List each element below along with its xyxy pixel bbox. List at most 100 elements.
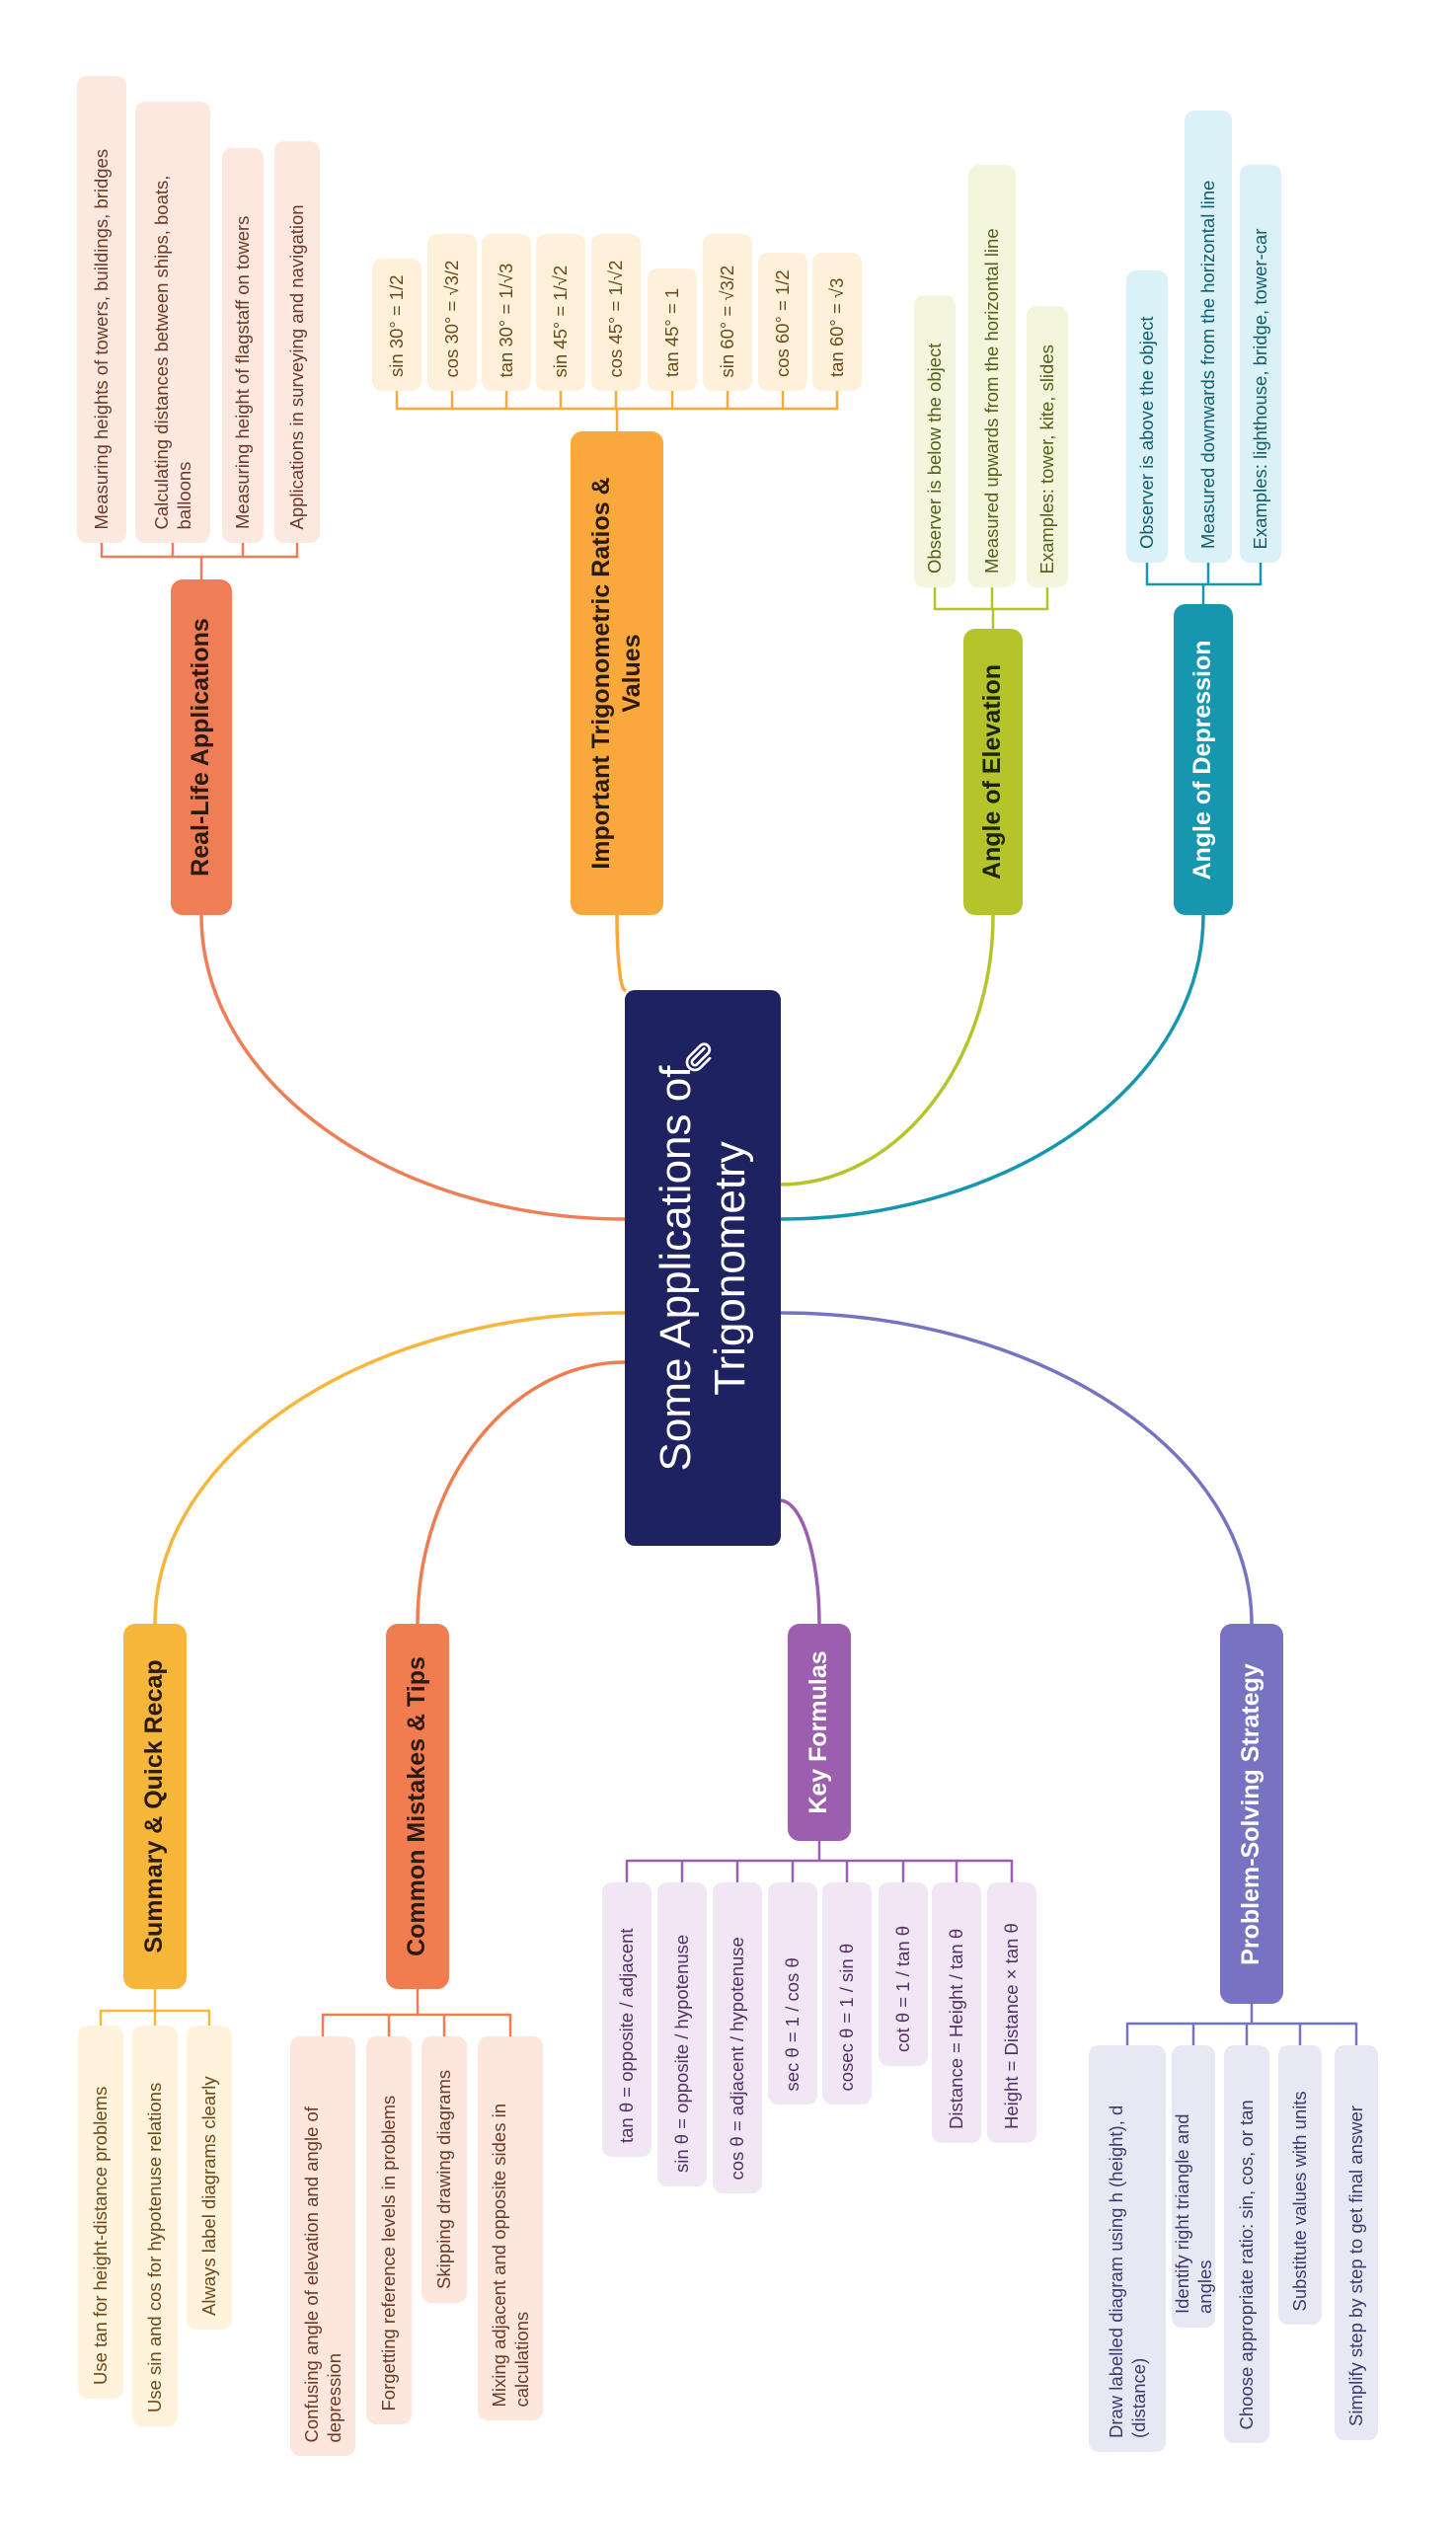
leaf-label: cot θ = 1 / tan θ (892, 1925, 914, 2052)
branch-connector-common-mistakes-tips (416, 1360, 627, 1626)
branch-problem-solving-strategy: Problem-Solving Strategy (1220, 1624, 1283, 2004)
leaf-label: Calculating distances between ships, boa… (150, 175, 194, 529)
leaf-item: cos 60° = 1/2 (758, 253, 807, 391)
leaf-label: sin 60° = √3/2 (717, 265, 738, 377)
branch-connector-problem-solving-strategy (778, 1311, 1254, 1626)
leaf-item: Calculating distances between ships, boa… (135, 102, 210, 543)
branch-angle-of-depression: Angle of Depression (1174, 604, 1233, 915)
leaf-item: tan 45° = 1 (648, 268, 697, 391)
leaf-item: Height = Distance × tan θ (987, 1882, 1036, 2143)
branch-title: Common Mistakes & Tips (403, 1656, 431, 1956)
leaf-label: tan 45° = 1 (661, 287, 683, 377)
leaf-item: sin 60° = √3/2 (703, 234, 752, 391)
leaf-label: tan θ = opposite / adjacent (616, 1928, 638, 2143)
leaf-item: Distance = Height / tan θ (932, 1882, 981, 2143)
leaf-item: Always label diagrams clearly (187, 2026, 232, 2330)
leaf-item: sin 30° = 1/2 (372, 259, 421, 391)
leaf-label: tan 60° = √3 (826, 277, 848, 377)
root-title: Some Applications of Trigonometry (651, 1065, 754, 1471)
leaf-item: tan 60° = √3 (812, 253, 862, 391)
leaf-label: Examples: lighthouse, bridge, tower-car (1250, 228, 1271, 549)
branch-common-mistakes-tips: Common Mistakes & Tips (386, 1624, 449, 1989)
branch-title: Angle of Depression (1188, 639, 1217, 881)
leaf-item: Observer is above the object (1126, 270, 1168, 563)
leaf-label: sin 45° = 1/√2 (550, 265, 572, 377)
leaf-item: Draw labelled diagram using h (height), … (1089, 2045, 1166, 2452)
leaf-label: Substitute values with units (1289, 2090, 1311, 2311)
leaf-item: tan 30° = 1/√3 (482, 234, 531, 391)
branch-key-formulas: Key Formulas (788, 1624, 851, 1841)
leaf-label: Choose appropriate ratio: sin, cos, or t… (1236, 2099, 1258, 2429)
leaf-label: Forgetting reference levels in problems (378, 2095, 400, 2411)
branch-connector-angle-of-elevation (778, 913, 995, 1187)
leaf-item: Measuring height of flagstaff on towers (222, 148, 264, 543)
leaf-item: sin θ = opposite / hypotenuse (657, 1882, 707, 2186)
leaf-item: Simplify step by step to get final answe… (1335, 2045, 1378, 2440)
branch-angle-of-elevation: Angle of Elevation (963, 629, 1023, 915)
leaf-label: cos 45° = 1/√2 (605, 260, 627, 377)
leaf-label: Examples: tower, kite, slides (1036, 344, 1058, 574)
leaf-item: Mixing adjacent and opposite sides in ca… (478, 2036, 543, 2420)
leaf-item: Identify right triangle and angles (1172, 2045, 1215, 2328)
leaf-item: sin 45° = 1/√2 (536, 234, 585, 391)
branch-title: Angle of Elevation (978, 663, 1007, 881)
leaf-item: Choose appropriate ratio: sin, cos, or t… (1224, 2045, 1269, 2443)
leaf-item: Forgetting reference levels in problems (366, 2036, 412, 2424)
leaf-label: sin θ = opposite / hypotenuse (671, 1934, 693, 2173)
leaf-label: sec θ = 1 / cos θ (782, 1956, 804, 2091)
leaf-label: Measured downwards from the horizontal l… (1197, 180, 1219, 549)
branch-title: Important Trigonometric Ratios & Values (586, 477, 646, 870)
branch-connector-important-trigonometric-ratios-values (615, 913, 627, 992)
leaf-label: Always label diagrams clearly (198, 2076, 220, 2316)
leaf-item: cosec θ = 1 / sin θ (822, 1882, 872, 2105)
leaf-item: cos θ = adjacent / hypotenuse (713, 1882, 762, 2193)
leaf-item: tan θ = opposite / adjacent (602, 1882, 651, 2157)
branch-title: Summary & Quick Recap (140, 1659, 169, 1953)
leaf-label: cos θ = adjacent / hypotenuse (727, 1936, 748, 2180)
leaf-label: Skipping drawing diagrams (433, 2069, 455, 2289)
leaf-item: Skipping drawing diagrams (421, 2036, 467, 2303)
branch-connector-key-formulas (778, 1498, 821, 1626)
branch-title: Key Formulas (805, 1650, 833, 1814)
leaf-item: Measured upwards from the horizontal lin… (968, 165, 1016, 587)
branch-title: Problem-Solving Strategy (1237, 1662, 1265, 1965)
leaf-item: Substitute values with units (1278, 2045, 1322, 2325)
leaf-label: Measuring height of flagstaff on towers (232, 215, 254, 529)
leaf-label: Observer is above the object (1136, 316, 1158, 550)
leaf-item: sec θ = 1 / cos θ (768, 1882, 817, 2105)
paperclip-icon (685, 1042, 712, 1072)
leaf-item: Applications in surveying and navigation (274, 141, 320, 543)
branch-connector-summary-quick-recap (153, 1311, 627, 1626)
leaf-label: Distance = Height / tan θ (946, 1928, 967, 2129)
leaf-label: Draw labelled diagram using h (height), … (1105, 2105, 1149, 2438)
leaf-label: Measuring heights of towers, buildings, … (91, 148, 113, 529)
leaf-label: Confusing angle of elevation and angle o… (300, 2106, 345, 2442)
root-topic: Some Applications of Trigonometry (625, 990, 781, 1546)
leaf-label: Use tan for height-distance problems (90, 2086, 112, 2385)
branch-summary-quick-recap: Summary & Quick Recap (123, 1624, 187, 1989)
branch-real-life-applications: Real-Life Applications (171, 579, 232, 915)
leaf-label: tan 30° = 1/√3 (496, 263, 517, 377)
leaf-item: Use tan for height-distance problems (78, 2026, 123, 2399)
leaf-label: Measured upwards from the horizontal lin… (981, 228, 1003, 574)
leaf-label: Use sin and cos for hypotenuse relations (144, 2082, 166, 2412)
leaf-item: Measuring heights of towers, buildings, … (77, 76, 126, 543)
branch-connector-real-life-applications (199, 913, 627, 1221)
leaf-label: Height = Distance × tan θ (1001, 1923, 1023, 2129)
leaf-label: sin 30° = 1/2 (386, 274, 408, 377)
leaf-item: Use sin and cos for hypotenuse relations (132, 2026, 178, 2426)
leaf-label: cosec θ = 1 / sin θ (836, 1943, 858, 2091)
branch-connector-angle-of-depression (778, 913, 1205, 1221)
leaf-label: cos 60° = 1/2 (772, 269, 794, 377)
leaf-item: cot θ = 1 / tan θ (879, 1882, 928, 2066)
leaf-label: cos 30° = √3/2 (441, 260, 463, 377)
leaf-label: Applications in surveying and navigation (286, 203, 308, 529)
leaf-label: Mixing adjacent and opposite sides in ca… (488, 2103, 532, 2408)
branch-important-trigonometric-ratios-values: Important Trigonometric Ratios & Values (571, 431, 663, 915)
branch-title: Real-Life Applications (187, 618, 215, 877)
leaf-item: Examples: tower, kite, slides (1027, 306, 1068, 587)
leaf-item: Confusing angle of elevation and angle o… (290, 2036, 355, 2456)
leaf-label: Identify right triangle and angles (1171, 2113, 1215, 2314)
leaf-label: Observer is below the object (924, 343, 946, 574)
